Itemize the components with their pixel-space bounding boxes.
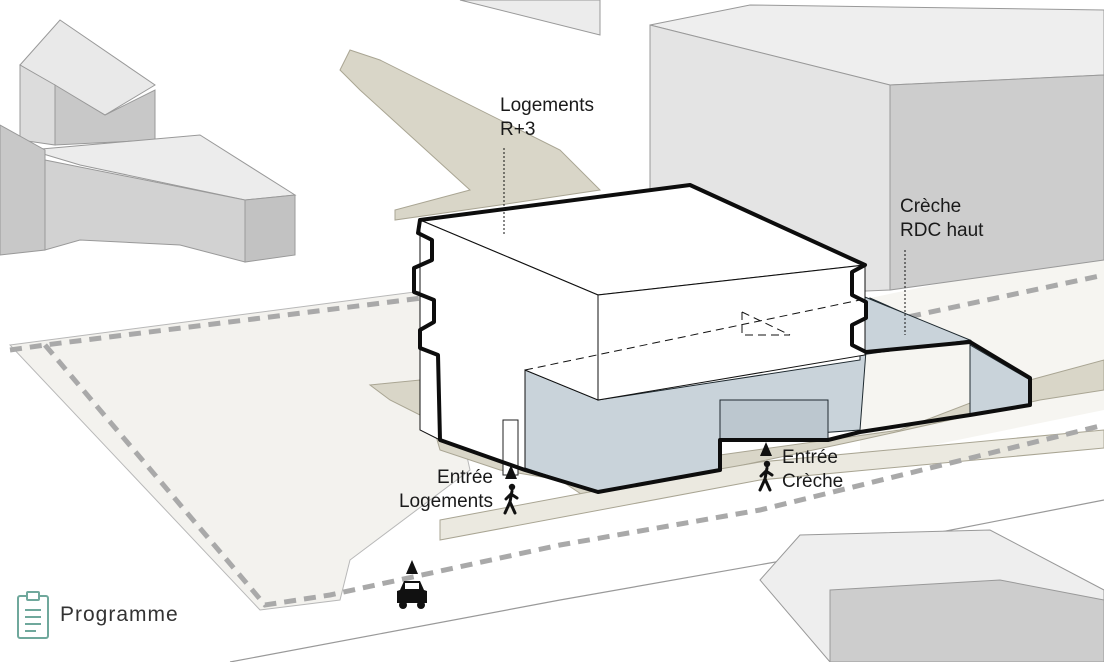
- entree-creche-line2: Crèche: [782, 471, 844, 492]
- entree-creche-line1: Entrée: [782, 447, 838, 468]
- neighbor-block-far: [0, 124, 46, 256]
- entree-logements-line2: Logements: [398, 491, 493, 512]
- legend-label: Programme: [60, 603, 179, 626]
- neighbor-house-side: [54, 84, 156, 146]
- road-outline: [229, 499, 1104, 662]
- neighbor-tower-side: [889, 74, 1104, 291]
- pedestrian-icon: [758, 442, 774, 492]
- entree-creche-label: Entrée Crèche: [782, 446, 843, 494]
- car-icon: [397, 560, 427, 609]
- neighbor-bottom-right-face: [829, 579, 1104, 662]
- logements-label-line2: R+3: [500, 119, 536, 140]
- creche-label-line2: RDC haut: [900, 220, 984, 241]
- pedestrian-icon: [503, 465, 519, 515]
- entree-logements-line1: Entrée: [437, 467, 493, 488]
- clipboard-icon: [17, 591, 49, 639]
- path-band-top: [339, 49, 602, 221]
- housing-right-face: [597, 264, 866, 401]
- creche-label-line1: Crèche: [900, 196, 962, 217]
- creche-entrance-recess: [719, 399, 829, 441]
- project-outline: [412, 183, 1032, 494]
- site-boundary-dashed-left: [43, 343, 1104, 608]
- creche-label: Crèche RDC haut: [900, 195, 983, 243]
- legend: Programme: [16, 590, 179, 640]
- site-boundary-dashed: [9, 294, 431, 353]
- hidden-edge-dashed: [524, 299, 861, 371]
- entree-logements-label: Entrée Logements: [390, 466, 493, 514]
- logements-label-line1: Logements: [500, 95, 595, 116]
- neighbor-top-small: [459, 0, 601, 36]
- logements-label: Logements R+3: [500, 94, 594, 142]
- neighbor-block-side: [244, 194, 296, 263]
